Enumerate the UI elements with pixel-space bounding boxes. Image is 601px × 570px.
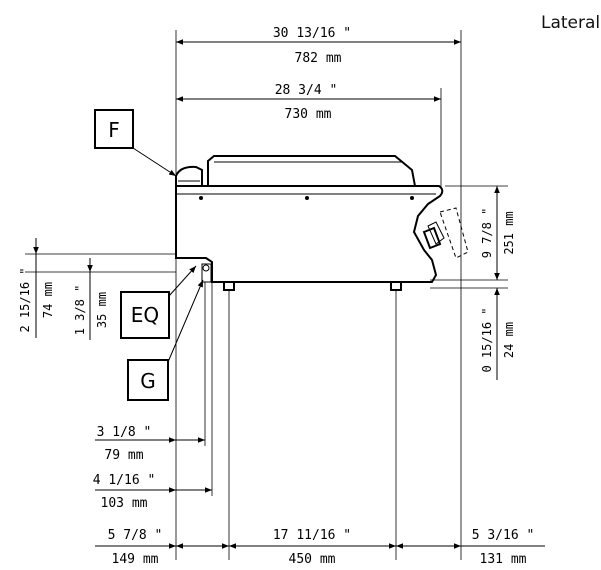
- body-width-mm: 730 mm: [285, 107, 332, 122]
- body-width-in: 28 3/4 ": [275, 83, 338, 98]
- dimension-texts: 30 13/16 " 782 mm 28 3/4 " 730 mm 9 7/8 …: [18, 26, 534, 567]
- overall-width-mm: 782 mm: [295, 51, 342, 66]
- left-offset-big-in: 2 15/16 ": [18, 267, 32, 332]
- screw: [199, 196, 203, 200]
- screw: [410, 196, 414, 200]
- left-foot: [223, 281, 235, 291]
- callout-f-label: F: [108, 118, 120, 142]
- appliance-body: [175, 155, 469, 291]
- left-offset-small-in: 1 3/8 ": [73, 285, 87, 336]
- left-offset-small-mm: 35 mm: [95, 292, 109, 328]
- dimension-lines: [33, 39, 545, 549]
- foot-spacing-in: 17 11/16 ": [273, 528, 351, 543]
- right-foot-mm: 131 mm: [480, 552, 527, 567]
- extension-lines: [25, 30, 508, 560]
- right-foot-in: 5 3/16 ": [472, 528, 535, 543]
- foot-height-mm: 24 mm: [502, 322, 516, 358]
- right-foot: [390, 281, 402, 291]
- callout-g: G: [127, 279, 204, 401]
- callout-eq-label: EQ: [131, 303, 159, 327]
- callout-eq: EQ: [120, 265, 197, 339]
- callout-f: F: [94, 109, 177, 177]
- view-title: Lateral: [541, 13, 600, 33]
- height-mm: 251 mm: [502, 211, 516, 254]
- left-foot-in: 5 7/8 ": [108, 528, 163, 543]
- foot-spacing-mm: 450 mm: [289, 552, 336, 567]
- eq-offset-in: 4 1/16 ": [93, 473, 156, 488]
- g-offset-in: 3 1/8 ": [97, 425, 152, 440]
- gas-connection: [201, 263, 212, 283]
- left-offset-big-mm: 74 mm: [41, 282, 55, 318]
- height-in: 9 7/8 ": [480, 208, 494, 259]
- overall-width-in: 30 13/16 ": [273, 26, 351, 41]
- g-offset-mm: 79 mm: [104, 448, 143, 463]
- foot-height-in: 0 15/16 ": [480, 307, 494, 372]
- eq-offset-mm: 103 mm: [101, 496, 148, 511]
- screw: [305, 196, 309, 200]
- left-foot-mm: 149 mm: [112, 552, 159, 567]
- callout-g-label: G: [140, 369, 156, 393]
